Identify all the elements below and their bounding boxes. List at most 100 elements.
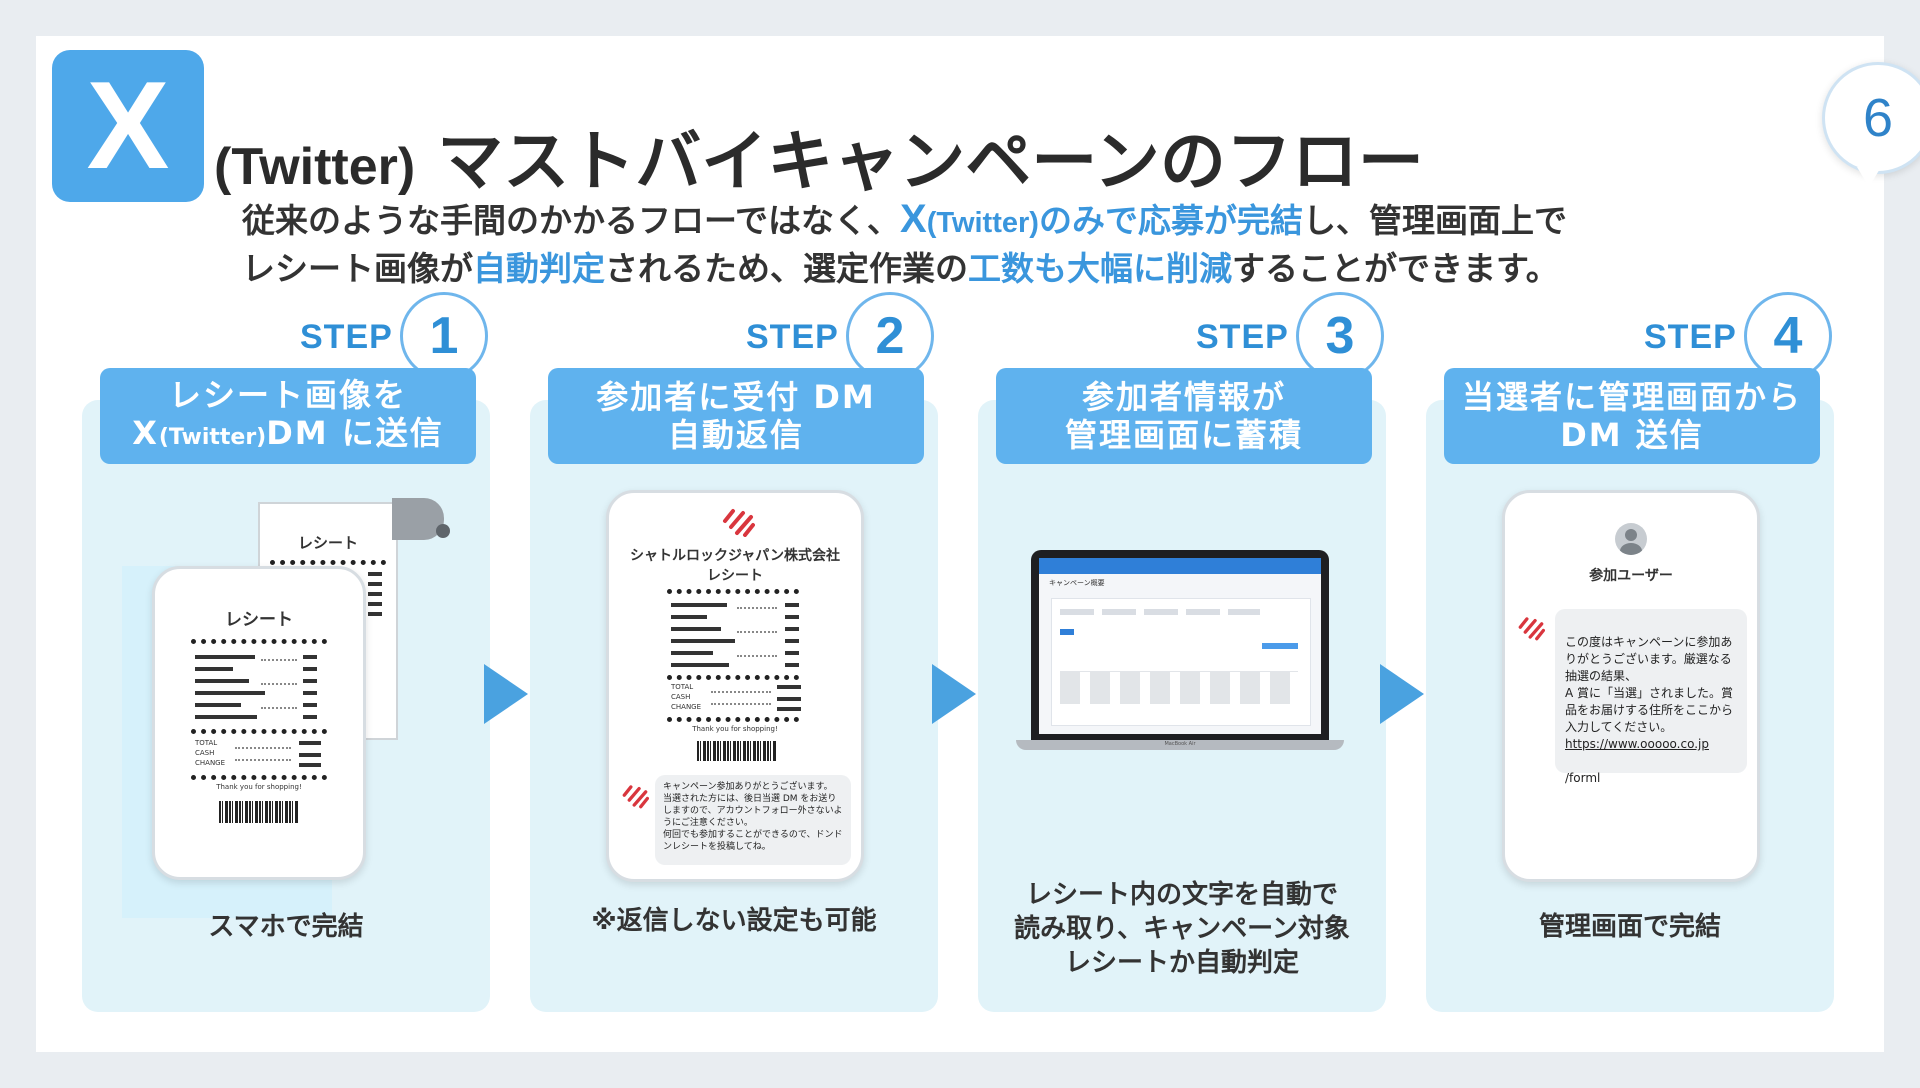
banner-line: DM 送信: [1560, 416, 1704, 454]
receipt-bar: [303, 667, 317, 671]
admin-button: [1262, 643, 1298, 649]
avatar-head: [1625, 529, 1637, 541]
receipt-dotted: [737, 607, 777, 609]
flow-arrow-1: [484, 664, 528, 724]
admin-panel: [1051, 598, 1311, 726]
receipt-bar: [368, 612, 382, 616]
receipt-line: [195, 715, 257, 719]
receipt-line: [195, 691, 265, 695]
intro-text-part: レシート画像が: [242, 249, 473, 288]
receipt-bar: [368, 602, 382, 606]
intro-highlight: (Twitter): [926, 207, 1039, 239]
receipt-dots: [270, 560, 386, 565]
user-name: 参加ユーザー: [1589, 568, 1673, 584]
intro-highlight: 自動判定: [473, 249, 605, 288]
receipt-dots: [667, 589, 799, 594]
receipt-dots: [191, 775, 327, 780]
step-1-caption: スマホで完結: [208, 912, 364, 942]
step-2-label: STEP: [746, 318, 839, 356]
banner-line: 自動返信: [667, 416, 804, 454]
receipt-bar: [785, 615, 799, 619]
receipt-bar: [777, 697, 801, 701]
receipt-bar: [299, 763, 321, 767]
auto-reply-message: キャンペーン参加ありがとうございます。 当選された方には、後日当選 DM をお送…: [655, 775, 851, 865]
step-3-caption: レシート内の文字を自動で 読み取り、キャンペーン対象 レシートか自動判定: [978, 878, 1386, 980]
receipt-dots: [667, 675, 799, 680]
receipt-dotted: [235, 759, 291, 761]
banner-line: 管理画面に蓄積: [1064, 416, 1303, 454]
intro-line-1: 従来のような手間のかかるフローではなく、X(Twitter)のみで応募が完結し、…: [242, 196, 1567, 246]
banner-line: レシート画像を: [168, 375, 407, 414]
brand-logo-icon: [1518, 617, 1545, 641]
laptop: キャンペーン概要 MacBook Air: [1016, 550, 1344, 790]
receipt-bar: [777, 685, 801, 689]
paper-roll: [392, 498, 444, 540]
receipt-dotted: [711, 691, 771, 693]
receipt-bar: [785, 603, 799, 607]
intro-text-part: することができます。: [1232, 249, 1559, 288]
step-3-number: 3: [1296, 292, 1384, 380]
brand-logo-icon: [622, 785, 649, 809]
step-4-number: 4: [1744, 292, 1832, 380]
receipt-bar: [303, 655, 317, 659]
receipt-title: レシート: [225, 610, 293, 630]
receipt-dotted: [737, 655, 777, 657]
step-4-phone: 参加ユーザー この度はキャンペーンに参加ありがとうございます。厳選なる抽選の結果…: [1502, 490, 1760, 882]
banner-line: X(Twitter)DM に送信: [132, 414, 444, 457]
receipt-line: [671, 603, 727, 607]
dm-link[interactable]: /forml: [1565, 771, 1601, 785]
caption-line: レシートか自動判定: [1064, 948, 1299, 978]
receipt-title: レシート: [707, 568, 763, 584]
receipt-barcode: [219, 801, 299, 823]
dm-text: この度はキャンペーンに参加ありがとうございます。厳選なる抽選の結果、 A 賞に「…: [1565, 635, 1734, 734]
intro-highlight: のみで応募が完結: [1038, 201, 1303, 240]
receipt-thanks: Thank you for shopping!: [216, 783, 302, 791]
admin-table: [1060, 671, 1298, 704]
receipt-change: CHANGE: [195, 759, 226, 767]
dm-link[interactable]: https://www.ooooo.co.jp: [1565, 737, 1709, 751]
step-2-number: 2: [846, 292, 934, 380]
step-3-label: STEP: [1196, 318, 1289, 356]
receipt-line: [195, 703, 241, 707]
receipt-cash: CASH: [671, 693, 691, 701]
receipt-bar: [785, 639, 799, 643]
receipt-dots: [667, 717, 799, 722]
paper-receipt-title: レシート: [297, 534, 358, 552]
step-4-banner: 当選者に管理画面から DM 送信: [1444, 368, 1820, 464]
receipt-dotted: [261, 707, 297, 709]
receipt-thanks: Thank you for shopping!: [692, 725, 778, 733]
laptop-display: キャンペーン概要: [1039, 558, 1321, 734]
intro-text-part: 従来のような手間のかかるフローではなく、: [242, 201, 901, 240]
banner-twitter: (Twitter): [158, 424, 267, 450]
title-main: マストバイキャンペーンのフロー: [437, 123, 1424, 200]
receipt-change: CHANGE: [671, 703, 702, 711]
step-1-label: STEP: [300, 318, 393, 356]
admin-filters: [1060, 609, 1260, 615]
receipt-bar: [368, 582, 382, 586]
receipt-bar: [785, 627, 799, 631]
flow-arrow-2: [932, 664, 976, 724]
step-2-banner: 参加者に受付 DM 自動返信: [548, 368, 924, 464]
avatar-body: [1620, 543, 1642, 555]
receipt-line: [195, 679, 249, 683]
intro-highlight: X: [900, 197, 927, 241]
intro-text-part: し、管理画面上で: [1302, 201, 1567, 240]
receipt-bar: [777, 707, 801, 711]
receipt-bar: [299, 741, 321, 745]
receipt-dotted: [711, 703, 771, 705]
title-prefix: (Twitter): [214, 138, 416, 196]
step-2-phone: シャトルロックジャパン株式会社 レシート TOTAL CASH CHANGE T…: [606, 490, 864, 882]
intro-highlight: 工数も大幅に削減: [968, 249, 1232, 288]
flow-arrow-3: [1380, 664, 1424, 724]
receipt-barcode: [697, 741, 777, 761]
step-2-caption: ※返信しない設定も可能: [591, 906, 877, 936]
banner-line: 参加者情報が: [1081, 378, 1286, 416]
admin-topbar: [1039, 558, 1321, 574]
receipt-cash: CASH: [195, 749, 215, 757]
step-4-label: STEP: [1644, 318, 1737, 356]
step-4-caption: 管理画面で完結: [1538, 912, 1721, 942]
receipt-bar: [785, 651, 799, 655]
receipt-dotted: [261, 659, 297, 661]
receipt-line: [671, 615, 707, 619]
intro-text-part: されるため、選定作業の: [605, 249, 968, 288]
